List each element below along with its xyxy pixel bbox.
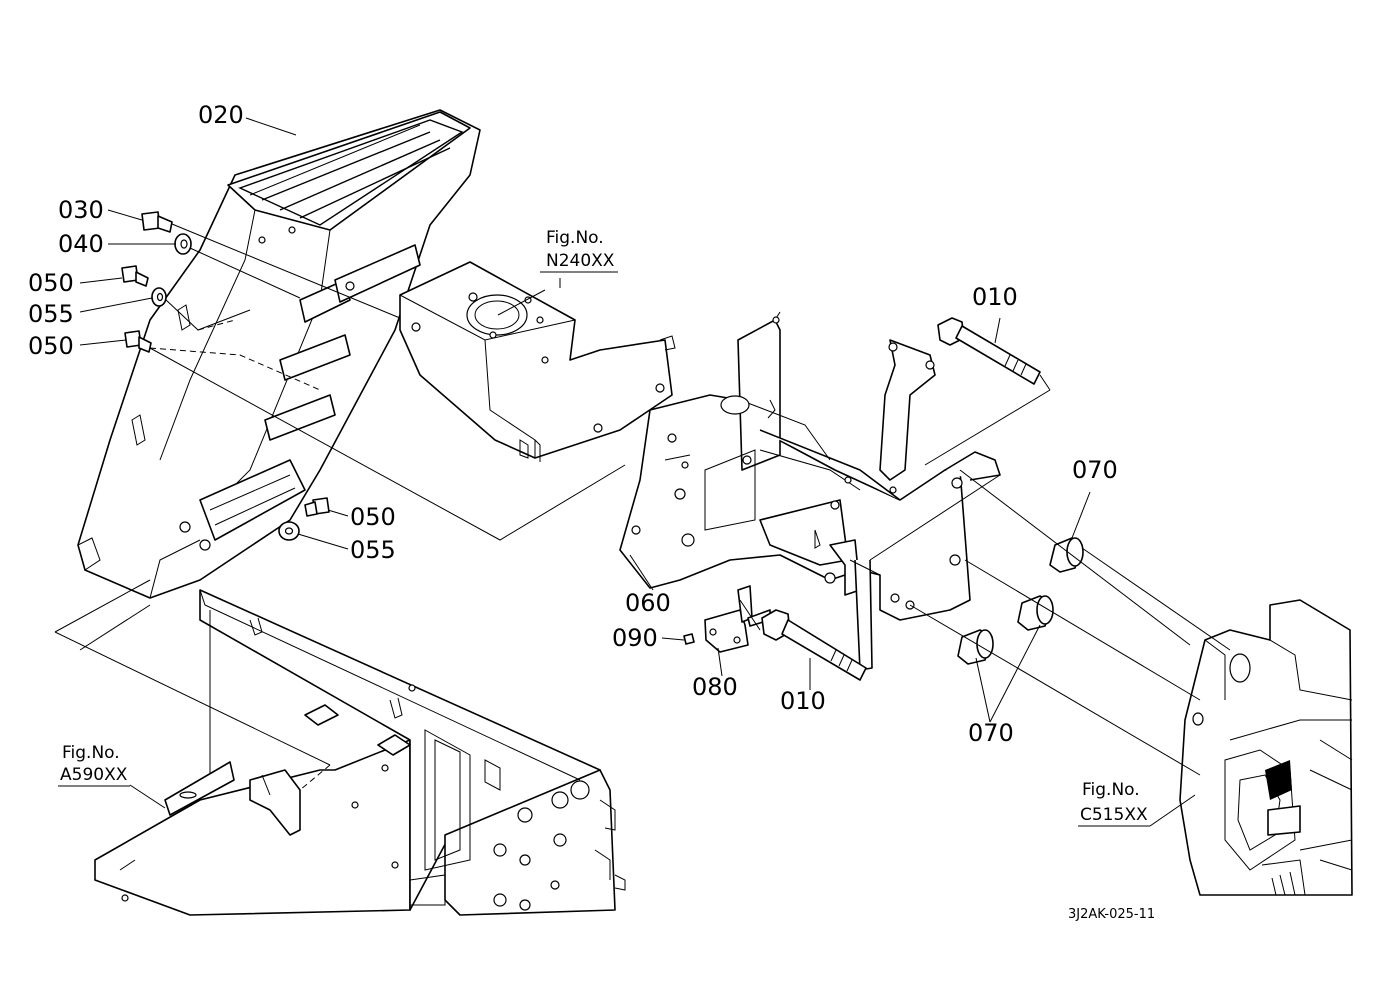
- nut-090: [683, 633, 695, 645]
- label-050-upper: 050: [28, 269, 74, 297]
- label-030: 030: [58, 196, 104, 224]
- step-board-020: [77, 109, 481, 599]
- label-055-upper: 055: [28, 300, 74, 328]
- leader-lines: [79, 117, 1196, 827]
- fastener-050-bolt-upper: [121, 265, 149, 287]
- label-050-lower: 050: [28, 332, 74, 360]
- fastener-050-bolt-lower: [124, 330, 152, 353]
- figref-n240-code: N240XX: [546, 251, 615, 271]
- label-080: 080: [692, 673, 738, 701]
- fastener-055-washer-mid: [278, 521, 300, 541]
- figref-c515-title: Fig.No.: [1082, 780, 1140, 800]
- label-020: 020: [198, 101, 244, 129]
- figref-n240[interactable]: Fig.No. N240XX: [540, 228, 618, 273]
- fastener-055-washer-upper: [151, 287, 167, 307]
- figref-c515-code: C515XX: [1080, 805, 1148, 825]
- collar-070-upper: [1049, 537, 1084, 573]
- figref-a590-title: Fig.No.: [62, 743, 120, 763]
- label-040: 040: [58, 230, 104, 258]
- bolt-010-upper: [937, 317, 1041, 385]
- collar-070-mid: [1017, 595, 1054, 631]
- label-060: 060: [625, 589, 671, 617]
- figref-c515[interactable]: Fig.No. C515XX: [1078, 780, 1150, 827]
- figref-a590[interactable]: Fig.No. A590XX: [58, 743, 130, 787]
- label-070-upper: 070: [1072, 456, 1118, 484]
- chassis-a590-reference: [94, 589, 626, 916]
- housing-c515-reference: [1179, 599, 1353, 896]
- bracket-n240-reference: [399, 261, 676, 462]
- bolt-010-lower: [761, 609, 867, 681]
- fastener-040-washer: [174, 233, 192, 255]
- fastener-030-bolt: [141, 211, 173, 233]
- fastener-050-bolt-mid: [304, 497, 330, 517]
- figref-n240-title: Fig.No.: [546, 228, 604, 248]
- label-090: 090: [612, 624, 658, 652]
- main-frame-060: [619, 311, 1001, 671]
- drawing-code: 3J2AK-025-11: [1068, 907, 1155, 922]
- label-055-mid: 055: [350, 536, 396, 564]
- label-010-lower: 010: [780, 687, 826, 715]
- label-050-mid: 050: [350, 503, 396, 531]
- assembly-lines: [54, 223, 1231, 791]
- collar-070-lower: [957, 629, 994, 665]
- label-070-lower: 070: [968, 719, 1014, 747]
- label-010-upper: 010: [972, 283, 1018, 311]
- bracket-080: [704, 585, 771, 653]
- figref-a590-code: A590XX: [60, 765, 128, 785]
